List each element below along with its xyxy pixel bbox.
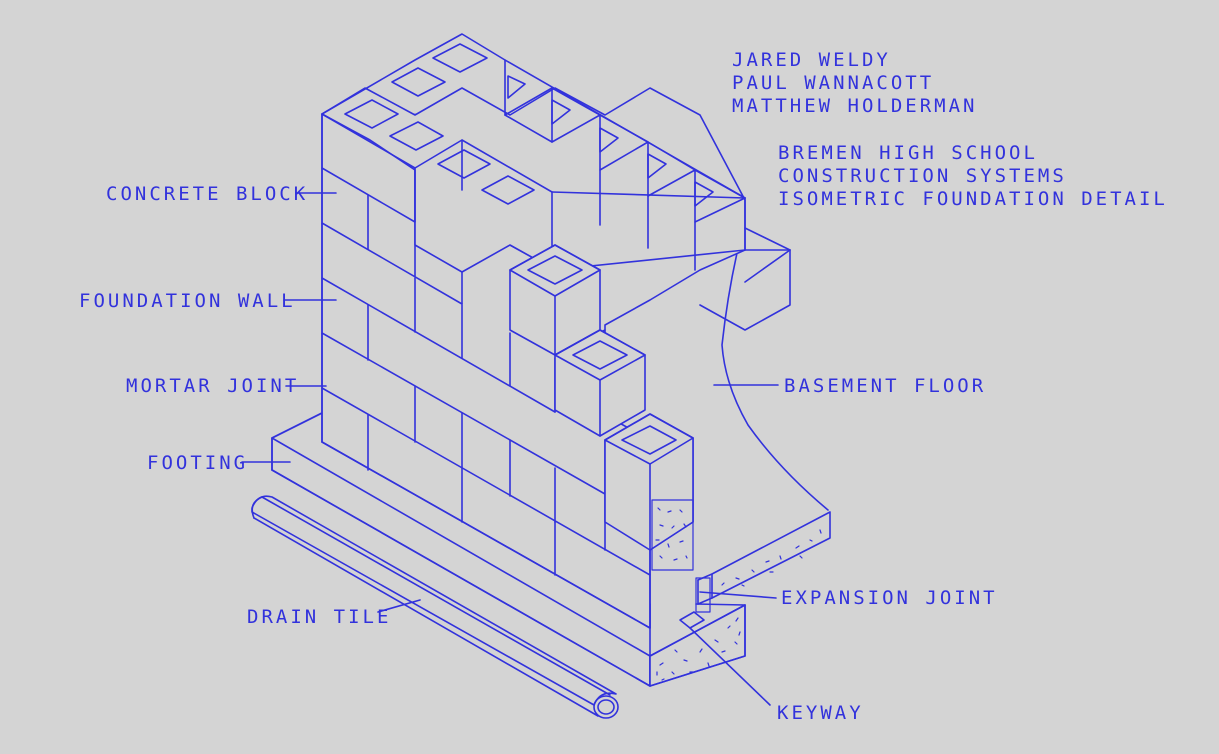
author-name: MATTHEW HOLDERMAN — [732, 95, 977, 117]
footing-section-stipple — [656, 617, 741, 681]
footing — [271, 412, 746, 687]
label-mortar-joint: MORTAR JOINT — [126, 375, 299, 397]
leader-lines — [241, 192, 779, 706]
basement-floor-slab — [697, 235, 831, 605]
label-footing: FOOTING — [147, 452, 248, 474]
block-section-stipple — [651, 499, 711, 613]
callout-labels: CONCRETE BLOCK FOUNDATION WALL MORTAR JO… — [79, 183, 998, 724]
label-keyway: KEYWAY — [777, 702, 864, 724]
author-name: JARED WELDY — [732, 49, 891, 71]
drawing-title: ISOMETRIC FOUNDATION DETAIL — [778, 188, 1168, 210]
concrete-block-top-course — [321, 33, 791, 551]
foundation-illustration — [251, 33, 831, 719]
author-name: PAUL WANNACOTT — [732, 72, 934, 94]
label-basement-floor: BASEMENT FLOOR — [784, 375, 986, 397]
label-foundation-wall: FOUNDATION WALL — [79, 290, 296, 312]
title-block: JARED WELDY PAUL WANNACOTT MATTHEW HOLDE… — [732, 49, 1168, 210]
keyway — [679, 611, 705, 629]
label-drain-tile: DRAIN TILE — [247, 606, 391, 628]
course-name: CONSTRUCTION SYSTEMS — [778, 165, 1067, 187]
label-expansion-joint: EXPANSION JOINT — [781, 587, 998, 609]
school-name: BREMEN HIGH SCHOOL — [778, 142, 1038, 164]
label-concrete-block: CONCRETE BLOCK — [106, 183, 308, 205]
drain-tile-pipe — [251, 495, 619, 719]
